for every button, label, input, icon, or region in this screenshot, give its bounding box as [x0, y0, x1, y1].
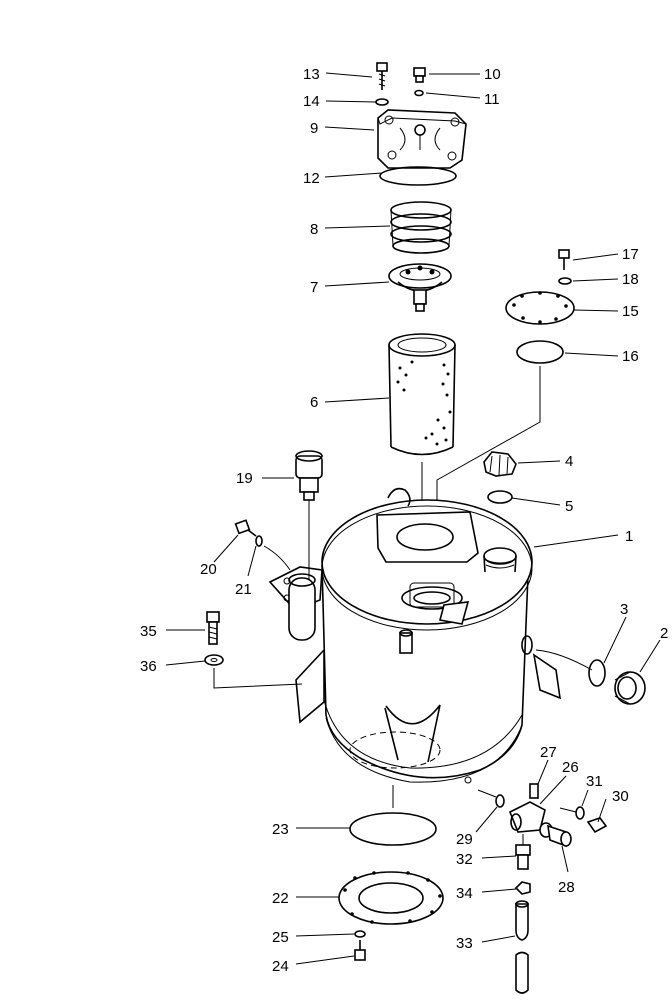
cover-9	[377, 109, 467, 169]
filter-element-6	[388, 333, 456, 456]
fitting-32	[515, 844, 531, 870]
hose-33	[515, 900, 529, 994]
callout-17: 17	[622, 246, 639, 263]
oring-31	[575, 806, 585, 820]
oring-11	[414, 89, 424, 97]
plug-10	[413, 67, 426, 83]
bolt-30	[559, 807, 608, 834]
washer-14	[375, 98, 389, 106]
oring-23	[349, 812, 437, 846]
callout-32: 32	[456, 851, 473, 868]
callout-27: 27	[540, 744, 557, 761]
oring-3	[588, 659, 606, 687]
callout-31: 31	[586, 773, 603, 790]
callout-11: 11	[484, 91, 500, 108]
callout-24: 24	[272, 958, 289, 975]
callout-1: 1	[625, 528, 633, 545]
oring-12	[379, 166, 457, 186]
bolt-35	[206, 611, 220, 645]
callout-21: 21	[235, 581, 252, 598]
callout-14: 14	[303, 93, 320, 110]
callout-10: 10	[484, 66, 501, 83]
callout-6: 6	[310, 394, 318, 411]
callout-19: 19	[236, 470, 253, 487]
callout-9: 9	[310, 120, 318, 137]
bolt-17	[558, 249, 570, 270]
filler-cap-4	[483, 451, 517, 477]
callout-34: 34	[456, 885, 473, 902]
callout-8: 8	[310, 221, 318, 238]
callout-5: 5	[565, 498, 573, 515]
callout-20: 20	[200, 561, 217, 578]
callout-29: 29	[456, 831, 473, 848]
filler-neck	[483, 547, 517, 573]
callout-26: 26	[562, 759, 579, 776]
breather-19	[295, 450, 323, 501]
callout-12: 12	[303, 170, 320, 187]
callout-15: 15	[622, 303, 639, 320]
gasket-5	[487, 490, 513, 504]
plug-2	[614, 671, 646, 705]
callout-18: 18	[622, 271, 639, 288]
washer-36	[204, 654, 224, 666]
callout-labels: 1 2 3 4 5 6 7 8 9 10 11 12 13 14 15 16 1…	[140, 66, 668, 975]
washer-25	[354, 930, 366, 938]
callout-36: 36	[140, 658, 157, 675]
spring-8	[390, 201, 452, 254]
callout-33: 33	[456, 935, 473, 952]
oring-16	[516, 340, 564, 364]
callout-3: 3	[620, 601, 628, 618]
washer-21	[255, 535, 263, 547]
washer-18	[558, 277, 572, 285]
leader-lines	[165, 72, 661, 965]
pin-27	[529, 783, 539, 799]
valve-7	[388, 263, 452, 312]
plug-28	[539, 822, 572, 848]
elbow-26	[508, 801, 546, 833]
callout-7: 7	[310, 279, 318, 296]
callout-23: 23	[272, 821, 289, 838]
bolt-13	[376, 62, 388, 90]
callout-4: 4	[565, 453, 573, 470]
callout-30: 30	[612, 788, 629, 805]
cover-plate-15	[505, 291, 575, 325]
callout-2: 2	[660, 625, 668, 642]
bolt-20	[234, 519, 257, 537]
bolt-24	[354, 940, 366, 961]
cover-plate-22	[338, 871, 444, 925]
assembly-line-35	[213, 668, 303, 689]
assembly-line-20	[263, 545, 291, 571]
tank-housing-1	[268, 487, 561, 784]
nut-34	[514, 881, 531, 895]
callout-16: 16	[622, 348, 639, 365]
callout-28: 28	[558, 879, 575, 896]
assembly-line-2	[535, 649, 593, 671]
oring-29	[495, 794, 505, 808]
callout-35: 35	[140, 623, 157, 640]
callout-22: 22	[272, 890, 289, 907]
callout-13: 13	[303, 66, 320, 83]
assembly-line-29	[477, 789, 497, 798]
callout-25: 25	[272, 929, 289, 946]
